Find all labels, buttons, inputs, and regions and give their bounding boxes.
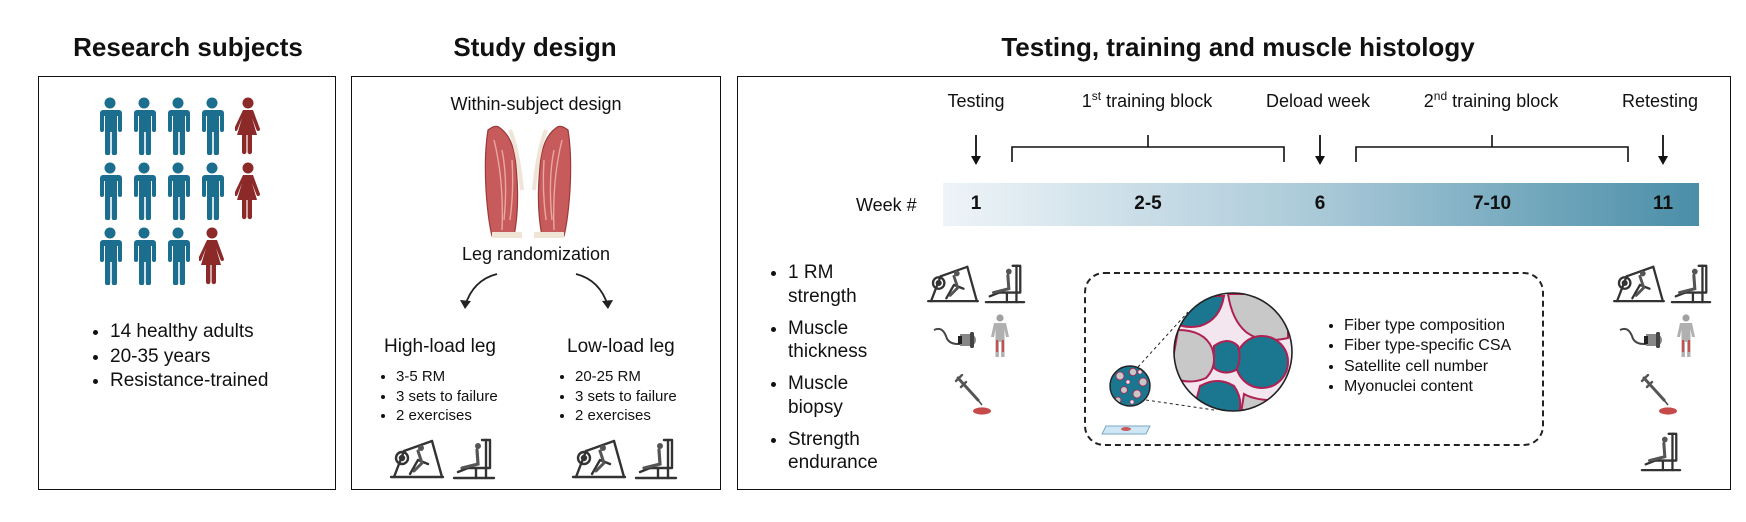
subjects-bullet: 20-35 years — [110, 345, 268, 370]
high-load-bullet: 3-5 RM — [396, 367, 498, 387]
phase-testing: Testing — [947, 91, 1005, 111]
block-1-number: 1 — [1081, 91, 1092, 111]
block-1-superscript: st — [1091, 89, 1102, 103]
week-number: 1 — [970, 193, 982, 214]
subjects-panel — [38, 76, 336, 490]
high-load-leg-label: High-load leg — [384, 336, 496, 357]
training-brackets — [1011, 135, 1629, 162]
histology-list: Fiber type composition Fiber type-specif… — [1326, 316, 1511, 398]
measure-item: 1 RM strength — [788, 261, 886, 309]
phase-block-1: 1st training block — [1022, 89, 1272, 112]
low-load-bullet: 20-25 RM — [575, 367, 677, 387]
design-panel — [351, 76, 721, 490]
subjects-bullets: 14 healthy adults 20-35 years Resistance… — [88, 320, 268, 394]
histology-item: Fiber type-specific CSA — [1344, 336, 1511, 356]
within-subject-label: Within-subject design — [450, 94, 622, 114]
testing-title: Testing, training and muscle histology — [1001, 32, 1475, 62]
week-number: 7-10 — [1472, 193, 1512, 214]
low-load-bullets: 20-25 RM 3 sets to failure 2 exercises — [557, 367, 677, 426]
leg-randomization-label: Leg randomization — [461, 244, 611, 264]
low-load-bullet: 3 sets to failure — [575, 387, 677, 407]
block-1-text: training block — [1101, 91, 1213, 111]
phase-deload: Deload week — [1265, 91, 1371, 111]
design-title: Study design — [453, 32, 617, 62]
measure-item: Muscle thickness — [788, 317, 886, 365]
histology-box — [1084, 272, 1544, 446]
subjects-title: Research subjects — [73, 32, 303, 62]
block-2-superscript: nd — [1433, 89, 1448, 103]
histology-item: Satellite cell number — [1344, 357, 1511, 377]
measures-list: 1 RM strength Muscle thickness Muscle bi… — [766, 261, 886, 475]
subjects-bullet: 14 healthy adults — [110, 320, 268, 345]
measure-item: Muscle biopsy — [788, 372, 886, 420]
low-load-leg-label: Low-load leg — [567, 336, 675, 357]
week-number: 11 — [1652, 193, 1674, 214]
block-2-number: 2 — [1423, 91, 1434, 111]
high-load-bullet: 3 sets to failure — [396, 387, 498, 407]
histology-item: Fiber type composition — [1344, 316, 1511, 336]
week-label: Week # — [856, 195, 917, 215]
testing-arrow-icon — [971, 135, 1668, 165]
low-load-bullet: 2 exercises — [575, 406, 677, 426]
high-load-bullets: 3-5 RM 3 sets to failure 2 exercises — [378, 367, 498, 426]
high-load-bullet: 2 exercises — [396, 406, 498, 426]
histology-item: Myonuclei content — [1344, 377, 1511, 397]
testing-panel — [737, 76, 1731, 490]
timeline-bar — [943, 183, 1699, 226]
week-number: 2-5 — [1134, 193, 1162, 214]
week-number: 6 — [1314, 193, 1326, 214]
measure-item: Strength endurance — [788, 428, 886, 476]
subjects-bullet: Resistance-trained — [110, 369, 268, 394]
block-2-text: training block — [1447, 91, 1559, 111]
phase-block-2: 2nd training block — [1366, 89, 1616, 112]
phase-retesting: Retesting — [1621, 91, 1699, 111]
